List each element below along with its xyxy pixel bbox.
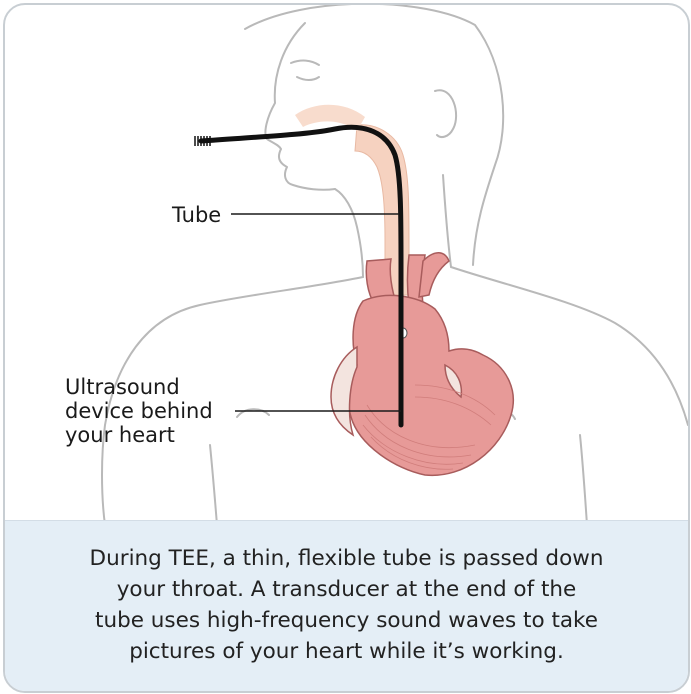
tube-label: Tube	[172, 203, 221, 227]
ultrasound-label-line-3: your heart	[65, 423, 213, 447]
caption-line-4: pictures of your heart while it’s workin…	[25, 636, 668, 667]
tee-illustration	[5, 5, 688, 525]
diagram-card: Tube Ultrasound device behind your heart…	[3, 3, 690, 693]
caption-line-2: your throat. A transducer at the end of …	[25, 574, 668, 605]
caption-line-1: During TEE, a thin, flexible tube is pas…	[25, 543, 668, 574]
ultrasound-label-line-2: device behind	[65, 399, 213, 423]
ultrasound-label-line-1: Ultrasound	[65, 375, 213, 399]
caption-line-3: tube uses high-frequency sound waves to …	[25, 605, 668, 636]
caption-text: During TEE, a thin, flexible tube is pas…	[25, 543, 668, 667]
ultrasound-device-label: Ultrasound device behind your heart	[65, 375, 213, 447]
heart	[331, 253, 513, 476]
caption-box: During TEE, a thin, flexible tube is pas…	[5, 520, 688, 692]
